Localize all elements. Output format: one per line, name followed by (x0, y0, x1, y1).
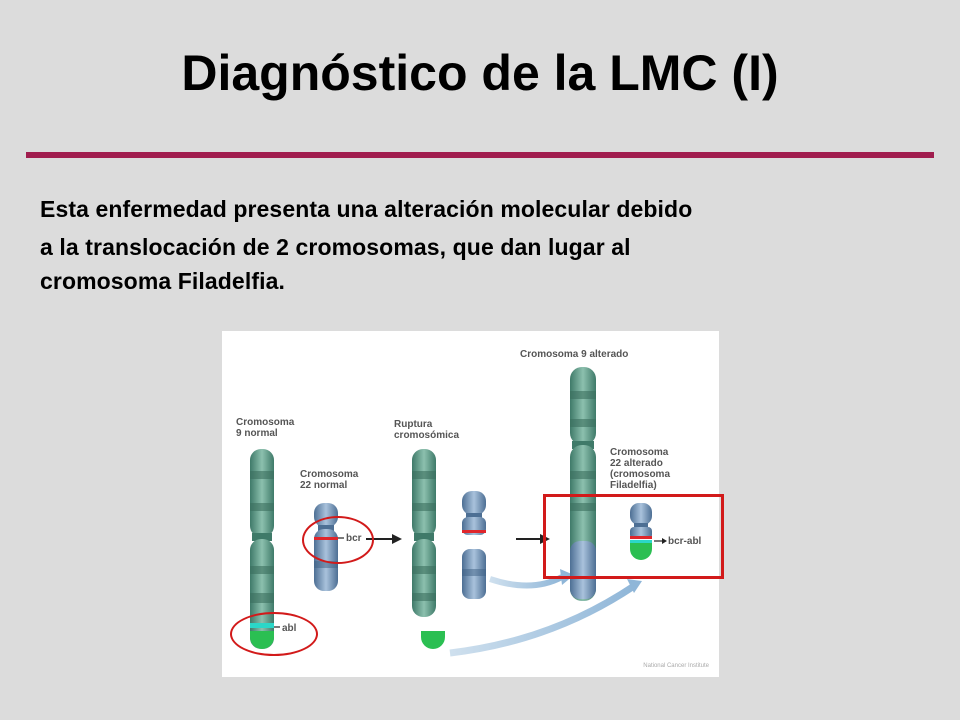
bcr-highlight-circle (302, 516, 374, 564)
label-chromosome-22-normal: Cromosoma 22 normal (300, 469, 359, 491)
body-text: Esta enfermedad presenta una alteración … (40, 190, 940, 296)
chromosome-9-ruptured (412, 449, 445, 649)
translocation-arrow-upper (489, 574, 564, 589)
label-rupture: Ruptura cromosómica (394, 419, 460, 441)
label-chromosome-9-normal: Cromosoma 9 normal (236, 417, 295, 439)
philadelphia-chromosome (630, 503, 667, 560)
translocation-arrow-lower (449, 583, 636, 657)
figure-credit: National Cancer Institute (643, 663, 709, 669)
label-chromosome-9-altered: Cromosoma 9 alterado (520, 349, 629, 360)
chromosome-9-altered (570, 367, 596, 601)
body-line-1: Esta enfermedad presenta una alteración … (40, 196, 693, 222)
abl-highlight-circle (230, 612, 318, 656)
slide-title: Diagnóstico de la LMC (I) (181, 45, 779, 101)
body-line-2: a la translocación de 2 cromosomas, que … (40, 234, 631, 260)
label-bcr-abl: bcr-abl (668, 536, 702, 547)
body-line-3: cromosoma Filadelfia. (40, 268, 285, 294)
chromosome-22-ruptured (462, 491, 486, 599)
bcr-abl-highlight-box (543, 494, 724, 579)
label-philadelphia-chromosome: Cromosoma 22 alterado (cromosoma Filadel… (610, 447, 671, 491)
title-divider (26, 152, 934, 158)
